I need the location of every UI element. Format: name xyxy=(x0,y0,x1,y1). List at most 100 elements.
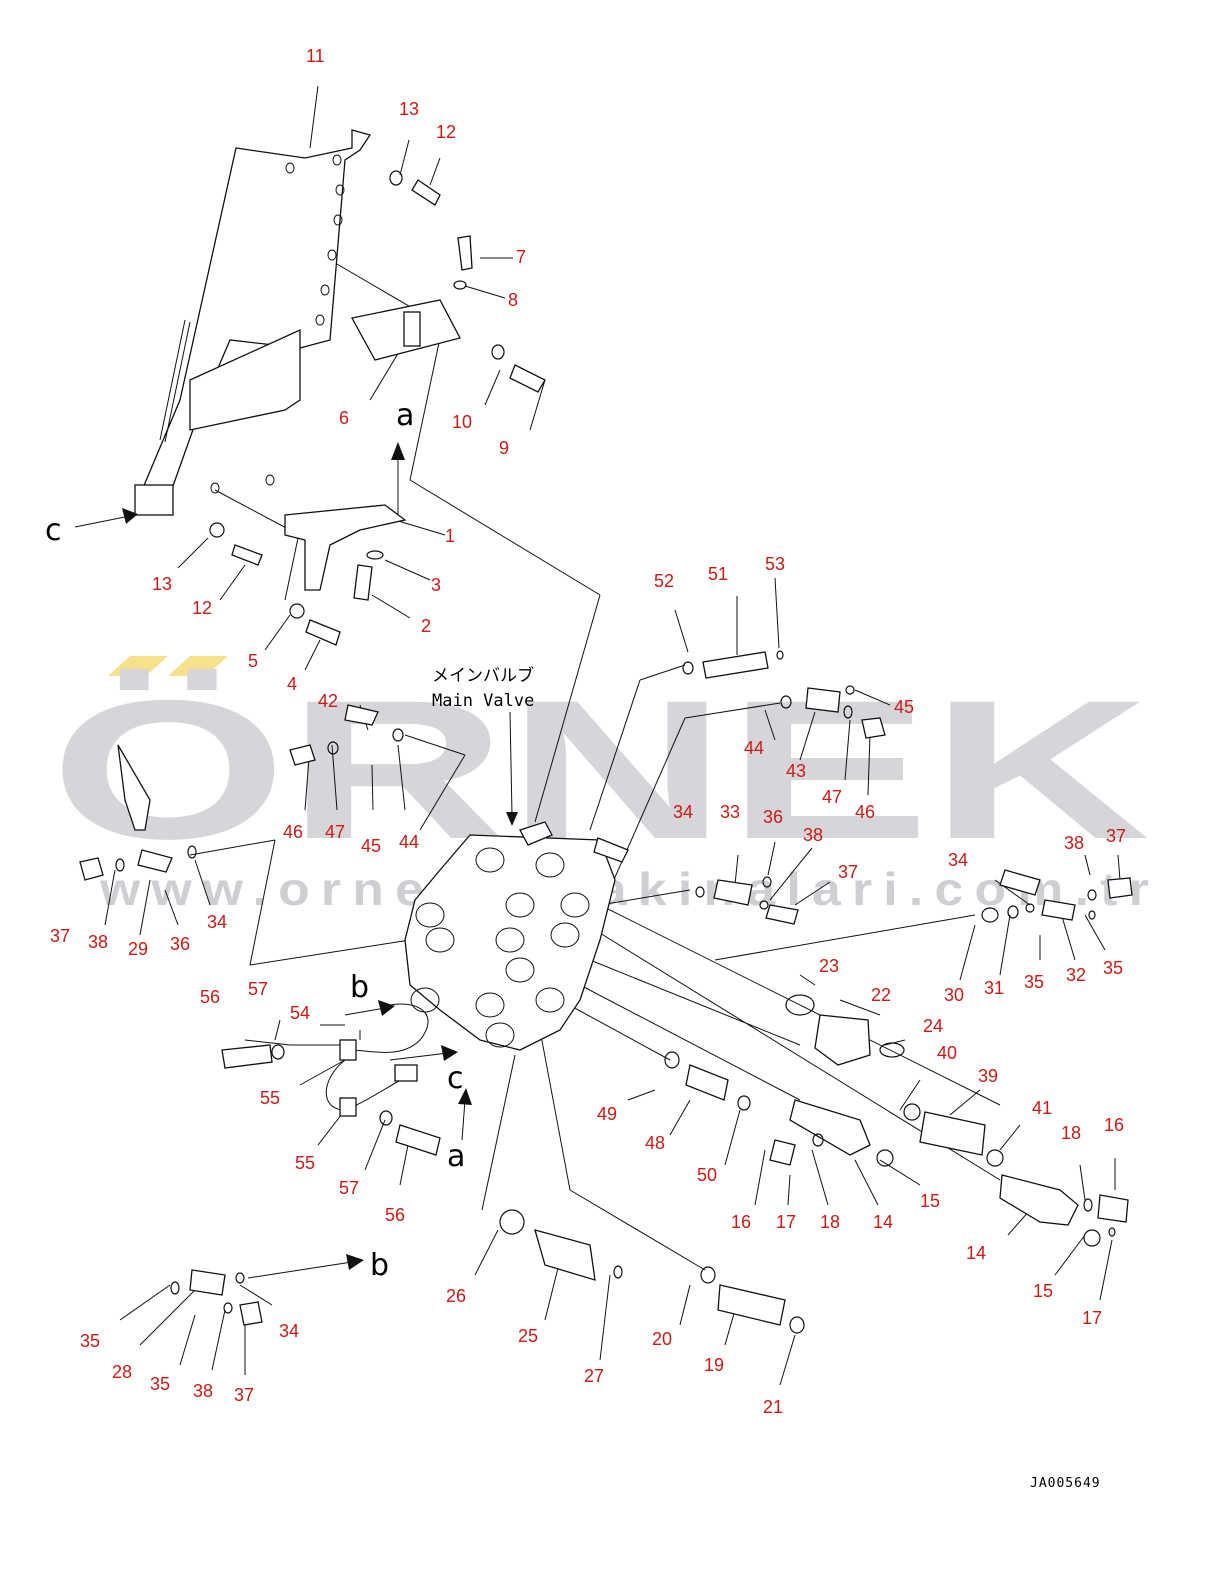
callout-17b: 17 xyxy=(1082,1308,1102,1328)
callout-13b: 13 xyxy=(152,574,172,594)
callout-37d: 37 xyxy=(234,1385,254,1405)
callout-18: 18 xyxy=(1061,1123,1081,1143)
callout-34d: 34 xyxy=(279,1321,299,1341)
arrow-label-a-top: a xyxy=(396,398,414,433)
callout-15: 15 xyxy=(920,1191,940,1211)
callout-16: 16 xyxy=(1104,1115,1124,1135)
callout-50: 50 xyxy=(697,1165,717,1185)
callout-41: 41 xyxy=(1032,1098,1052,1118)
callout-45b: 45 xyxy=(361,836,381,856)
fittings-top-right xyxy=(682,650,886,925)
callout-55b: 55 xyxy=(295,1153,315,1173)
callout-35c: 35 xyxy=(80,1331,100,1351)
callout-33: 33 xyxy=(720,802,740,822)
callout-49: 49 xyxy=(597,1104,617,1124)
callout-16b: 16 xyxy=(731,1212,751,1232)
callout-5: 5 xyxy=(248,651,258,671)
callout-12b: 12 xyxy=(192,598,212,618)
callout-4: 4 xyxy=(287,674,297,694)
callout-13: 13 xyxy=(399,99,419,119)
callout-14b: 14 xyxy=(966,1243,986,1263)
valve-bracket xyxy=(284,504,407,591)
callout-38b: 38 xyxy=(1064,833,1084,853)
callout-38: 38 xyxy=(803,825,823,845)
callout-12: 12 xyxy=(436,122,456,142)
caption-english: Main Valve xyxy=(432,691,534,711)
callout-20: 20 xyxy=(652,1329,672,1349)
callout-43: 43 xyxy=(786,761,806,781)
callout-38c: 38 xyxy=(88,932,108,952)
callout-3: 3 xyxy=(431,575,441,595)
callout-44: 44 xyxy=(744,738,764,758)
arrows xyxy=(74,442,472,1279)
callout-15b: 15 xyxy=(1033,1281,1053,1301)
main-valve-body xyxy=(404,821,629,1051)
fittings-right xyxy=(785,869,1133,1247)
callout-32: 32 xyxy=(1066,965,1086,985)
arrow-label-c-top: c xyxy=(45,513,62,548)
harness-and-lower-left xyxy=(170,1003,441,1326)
callout-35: 35 xyxy=(1024,972,1044,992)
callout-21: 21 xyxy=(763,1397,783,1417)
callout-29: 29 xyxy=(128,939,148,959)
callout-2: 2 xyxy=(421,616,431,636)
callout-42: 42 xyxy=(318,691,338,711)
callout-14: 14 xyxy=(873,1212,893,1232)
callout-45: 45 xyxy=(894,697,914,717)
fittings-left xyxy=(79,704,404,881)
callout-40: 40 xyxy=(937,1043,957,1063)
callout-9: 9 xyxy=(499,438,509,458)
callout-36b: 36 xyxy=(170,934,190,954)
callout-30: 30 xyxy=(944,985,964,1005)
callout-37c: 37 xyxy=(50,926,70,946)
callout-35d: 35 xyxy=(150,1374,170,1394)
callout-56: 56 xyxy=(200,987,220,1007)
bracket-plate xyxy=(134,129,372,516)
arrow-label-b-mid: b xyxy=(350,970,369,1005)
callout-34c: 34 xyxy=(207,912,227,932)
callout-54: 54 xyxy=(290,1003,310,1023)
callout-57: 57 xyxy=(248,979,268,999)
watermark-url: www.ornekismakinalari.com.tr xyxy=(99,863,1160,915)
arrow-label-b-low: b xyxy=(370,1248,389,1283)
watermark-accent-left xyxy=(108,656,168,676)
callout-23: 23 xyxy=(819,956,839,976)
callout-1: 1 xyxy=(445,526,455,546)
leader-lines xyxy=(104,85,1121,1386)
callout-48: 48 xyxy=(645,1133,665,1153)
arrow-label-c-mid: c xyxy=(447,1061,464,1096)
bolts-upper xyxy=(209,170,546,646)
callout-numbers: 11 13 12 7 8 6 10 9 1 3 13 12 2 5 4 52 5… xyxy=(50,46,1126,1417)
callout-57b: 57 xyxy=(339,1178,359,1198)
callout-55: 55 xyxy=(260,1088,280,1108)
callout-39: 39 xyxy=(978,1066,998,1086)
callout-17: 17 xyxy=(776,1212,796,1232)
callout-35b: 35 xyxy=(1103,958,1123,978)
callout-10: 10 xyxy=(452,412,472,432)
callout-34b: 34 xyxy=(948,850,968,870)
callout-6: 6 xyxy=(339,408,349,428)
fittings-lower-middle xyxy=(499,1051,894,1334)
callout-53: 53 xyxy=(765,554,785,574)
callout-46: 46 xyxy=(855,802,875,822)
callout-37: 37 xyxy=(838,862,858,882)
callout-31: 31 xyxy=(984,978,1004,998)
caption-japanese: メインバルブ xyxy=(432,665,534,686)
small-bracket xyxy=(351,299,461,361)
callout-8: 8 xyxy=(508,290,518,310)
callout-18b: 18 xyxy=(820,1212,840,1232)
callout-28: 28 xyxy=(112,1362,132,1382)
callout-47: 47 xyxy=(822,787,842,807)
callout-7: 7 xyxy=(516,247,526,267)
callout-11: 11 xyxy=(306,46,325,66)
callout-34: 34 xyxy=(673,802,693,822)
watermark-accent-right xyxy=(168,656,228,676)
callout-52: 52 xyxy=(654,571,674,591)
callout-25: 25 xyxy=(518,1326,538,1346)
callout-44b: 44 xyxy=(399,832,419,852)
callout-36: 36 xyxy=(763,807,783,827)
drawing-code: JA005649 xyxy=(1030,1476,1101,1491)
callout-51: 51 xyxy=(708,564,728,584)
callout-26: 26 xyxy=(446,1286,466,1306)
